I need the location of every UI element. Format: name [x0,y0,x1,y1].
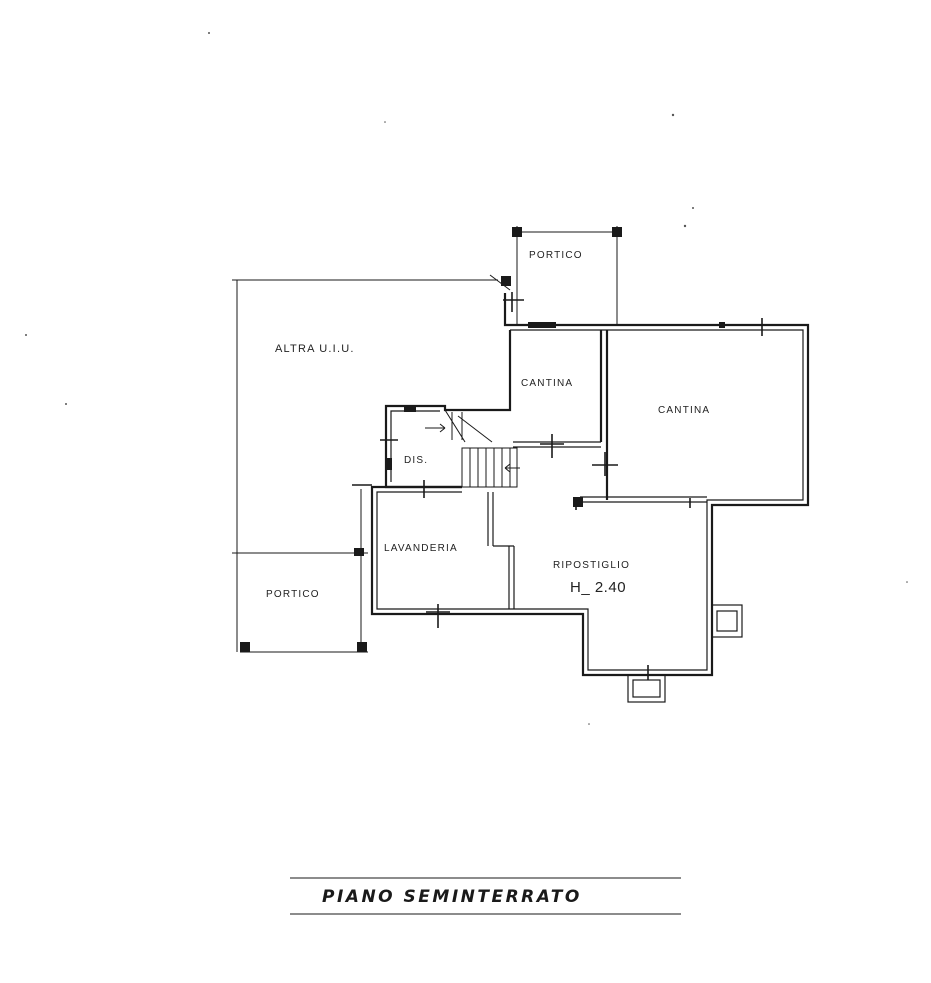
floor-title: PIANO SEMINTERRATO [322,887,582,907]
structural-marks [240,227,763,680]
room-height-ripostiglio: H_ 2.40 [570,579,626,596]
room-label-portico-top: PORTICO [529,250,583,261]
room-label-portico-bottom: PORTICO [266,589,320,600]
scan-specks [25,32,908,725]
room-label-cantina-small: CANTINA [521,378,573,389]
room-label-altra-uiu: ALTRA U.I.U. [275,343,355,355]
room-label-lavanderia: LAVANDERIA [384,543,458,554]
room-label-dis: DIS. [404,455,428,466]
room-label-ripostiglio: RIPOSTIGLIO [553,560,630,571]
main-walls [370,293,810,703]
neighbour-outline [232,274,511,653]
room-label-cantina-large: CANTINA [658,405,710,416]
portico-top-outline [512,226,622,324]
